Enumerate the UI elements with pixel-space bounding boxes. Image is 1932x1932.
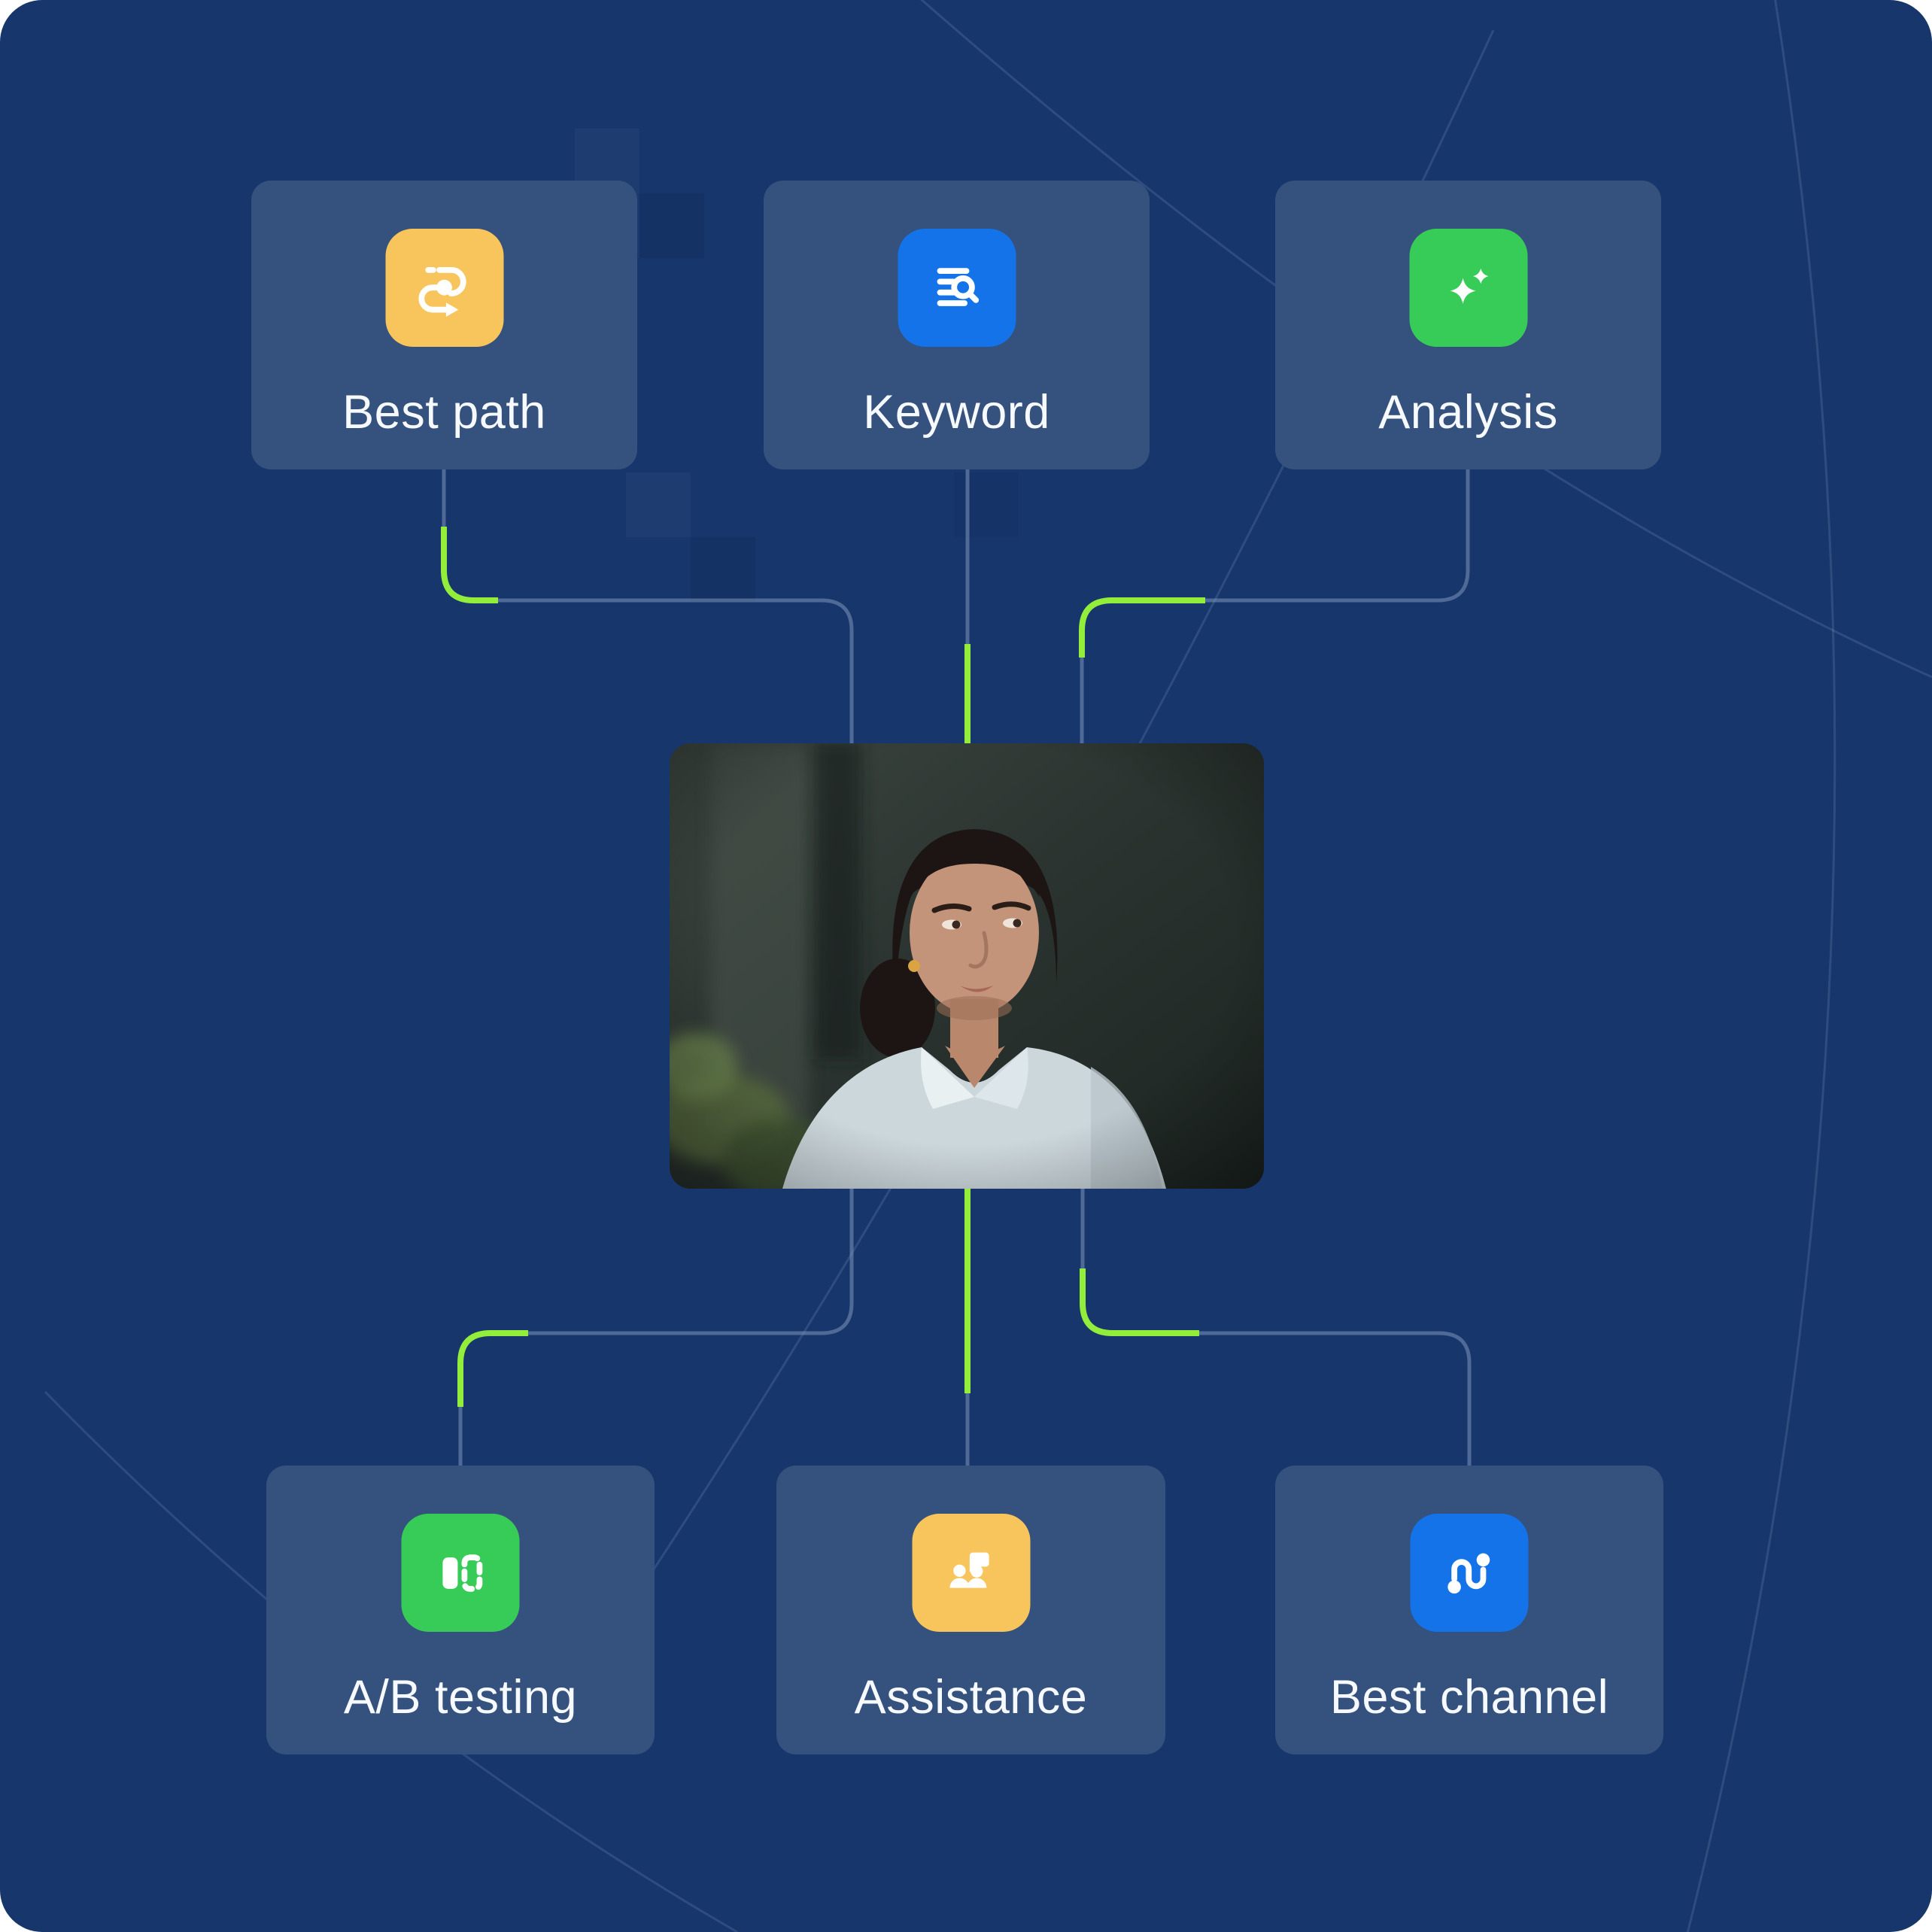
card-best-channel: Best channel — [1275, 1466, 1663, 1754]
ab-compare-icon — [401, 1514, 520, 1632]
card-best-path: Best path — [251, 181, 637, 469]
accent-top-left — [441, 527, 498, 603]
card-label: Best channel — [1329, 1671, 1609, 1724]
pixel-blocks — [639, 193, 1019, 602]
people-chat-icon — [912, 1514, 1030, 1632]
card-label: Assistance — [854, 1671, 1088, 1724]
card-ab-testing: A/B testing — [266, 1466, 655, 1754]
card-label: Best path — [342, 386, 546, 439]
card-analysis: Analysis — [1275, 181, 1661, 469]
connector-bottom-left — [458, 1186, 854, 1469]
connector-bottom-right — [1080, 1186, 1472, 1469]
accent-top-right — [1079, 597, 1205, 658]
accent-bottom-right — [1080, 1268, 1199, 1336]
route-icon — [385, 229, 503, 347]
card-keyword: Keyword — [764, 181, 1150, 469]
card-label: Keyword — [863, 386, 1050, 439]
connector-top-right — [1080, 469, 1470, 746]
channel-path-icon — [1410, 1514, 1529, 1632]
card-label: A/B testing — [343, 1671, 578, 1724]
accent-bottom-left — [457, 1330, 528, 1407]
connector-top-left — [442, 469, 854, 746]
portrait-photo — [670, 743, 1264, 1189]
card-assistance: Assistance — [776, 1466, 1165, 1754]
sparkles-icon — [1409, 229, 1527, 347]
document-search-icon — [898, 229, 1016, 347]
card-label: Analysis — [1378, 386, 1558, 439]
